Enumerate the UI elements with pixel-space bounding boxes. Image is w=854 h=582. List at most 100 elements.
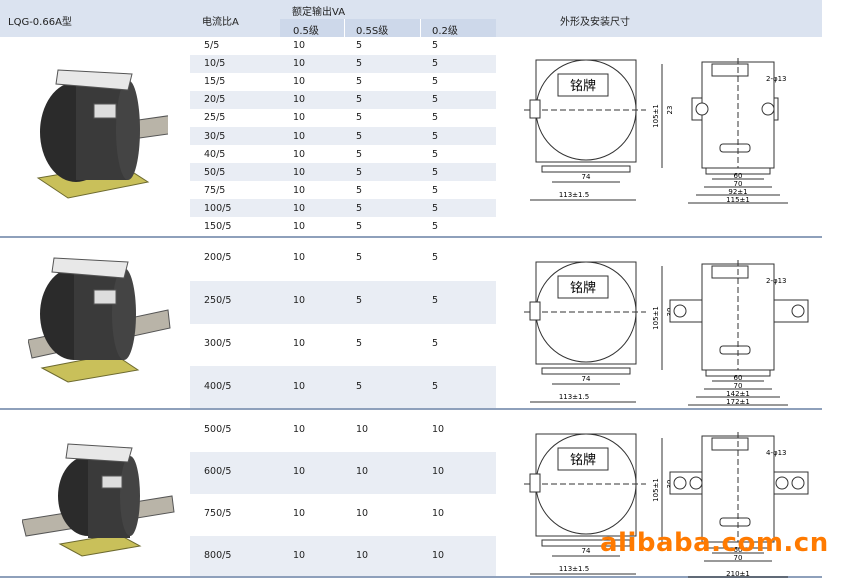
- ratio-cell: 300/5: [204, 338, 232, 349]
- ratio-cell: 5/5: [204, 40, 220, 51]
- output-cell: 10: [293, 202, 306, 214]
- output-cell: 10: [432, 424, 445, 435]
- dim-h1: 105±1: [652, 104, 660, 128]
- ratio-cell: 50/5: [204, 166, 226, 178]
- dim-bottom: 70: [734, 180, 743, 188]
- group-separator: [0, 236, 822, 238]
- ratio-label: 电流比A: [202, 17, 239, 28]
- output-cell: 5: [356, 381, 363, 392]
- ratio-cell: 25/5: [204, 112, 226, 124]
- output-cell: 5: [356, 166, 363, 178]
- ratio-cell: 800/5: [204, 550, 232, 561]
- dim-hole: 4-φ13: [766, 449, 787, 457]
- output-cell: 10: [293, 58, 306, 70]
- output-cell: 5: [356, 252, 363, 263]
- ratio-cell: 250/5: [204, 295, 232, 306]
- output-cell: 5: [432, 94, 439, 106]
- output-cell: 5: [432, 148, 439, 160]
- output-cell: 10: [293, 94, 306, 106]
- output-cell: 10: [293, 466, 306, 477]
- output-cell: 5: [356, 338, 363, 349]
- watermark: alibaba.com.cn: [600, 528, 829, 558]
- output-cell: 5: [356, 295, 363, 306]
- output-cell: 5: [356, 76, 363, 88]
- ratio-cell: 750/5: [204, 508, 232, 519]
- ratio-cell: 20/5: [204, 94, 226, 106]
- dim-w2: 113±1.5: [559, 191, 589, 199]
- output-cell: 10: [293, 148, 306, 160]
- ratio-cell: 30/5: [204, 130, 226, 142]
- output-cell: 10: [293, 424, 306, 435]
- ratio-cell: 40/5: [204, 148, 226, 160]
- output-cell: 10: [356, 424, 369, 435]
- output-cell: 10: [432, 508, 445, 519]
- dim-h1: 105±1: [652, 306, 660, 330]
- dim-bottom: 60: [734, 374, 743, 382]
- output-cell: 5: [356, 202, 363, 214]
- output-cell: 5: [432, 58, 439, 70]
- output-cell: 5: [432, 184, 439, 196]
- class-05s-label: 0.5S级: [356, 26, 389, 37]
- product-photo-2: [28, 257, 171, 383]
- output-cell: 10: [356, 550, 369, 561]
- dim-hole: 2-φ13: [766, 277, 787, 285]
- output-cell: 10: [432, 550, 445, 561]
- model-label: LQG-0.66A型: [8, 17, 72, 28]
- ratio-cell: 150/5: [204, 221, 232, 232]
- output-cell: 10: [356, 508, 369, 519]
- output-cell: 5: [356, 184, 363, 196]
- dim-bottom: 92±1: [728, 188, 747, 196]
- output-cell: 5: [432, 381, 439, 392]
- rated-output-label: 额定输出VA: [292, 7, 346, 18]
- dim-w2: 113±1.5: [559, 565, 589, 573]
- ratio-cell: 10/5: [204, 58, 226, 70]
- output-cell: 5: [356, 58, 363, 70]
- output-cell: 10: [293, 130, 306, 142]
- nameplate-label: 铭牌: [570, 280, 596, 296]
- class-05-label: 0.5级: [293, 26, 319, 37]
- output-cell: 10: [293, 112, 306, 124]
- output-cell: 5: [432, 112, 439, 124]
- class-02-label: 0.2级: [432, 26, 458, 37]
- output-cell: 10: [293, 40, 306, 51]
- ratio-cell: 75/5: [204, 184, 226, 196]
- output-cell: 5: [432, 76, 439, 88]
- output-cell: 5: [356, 40, 363, 51]
- ratio-cell: 200/5: [204, 252, 232, 263]
- output-cell: 10: [293, 184, 306, 196]
- output-cell: 5: [432, 338, 439, 349]
- dim-bottom: 142±1: [726, 390, 750, 398]
- dim-w1: 74: [582, 547, 591, 555]
- output-cell: 10: [432, 466, 445, 477]
- product-photo-1: [36, 69, 168, 199]
- ratio-cell: 15/5: [204, 76, 226, 88]
- ratio-cell: 600/5: [204, 466, 232, 477]
- group-separator: [0, 408, 822, 410]
- ratio-cell: 100/5: [204, 202, 232, 214]
- dim-bottom: 115±1: [726, 196, 750, 204]
- dim-w1: 74: [582, 173, 591, 181]
- output-cell: 10: [293, 221, 306, 232]
- output-cell: 5: [432, 130, 439, 142]
- output-cell: 10: [293, 166, 306, 178]
- dim-bottom: 172±1: [726, 398, 750, 406]
- dim-bottom: 60: [734, 172, 743, 180]
- dim-bottom: 70: [734, 382, 743, 390]
- output-cell: 10: [293, 338, 306, 349]
- dim-h1: 105±1: [652, 478, 660, 502]
- output-cell: 5: [356, 130, 363, 142]
- output-cell: 5: [432, 252, 439, 263]
- dim-bottom: 60: [734, 546, 743, 554]
- output-cell: 5: [356, 112, 363, 124]
- ratio-cell: 400/5: [204, 381, 232, 392]
- output-cell: 5: [432, 166, 439, 178]
- output-cell: 5: [432, 202, 439, 214]
- dim-hole: 2-φ13: [766, 75, 787, 83]
- dim-h2: 23: [666, 106, 674, 115]
- output-cell: 5: [356, 94, 363, 106]
- output-cell: 5: [432, 295, 439, 306]
- output-cell: 10: [293, 295, 306, 306]
- table-header: LQG-0.66A型 电流比A 额定输出VA 0.5级 0.5S级 0.2级 外…: [0, 0, 822, 37]
- dim-bottom: 70: [734, 554, 743, 562]
